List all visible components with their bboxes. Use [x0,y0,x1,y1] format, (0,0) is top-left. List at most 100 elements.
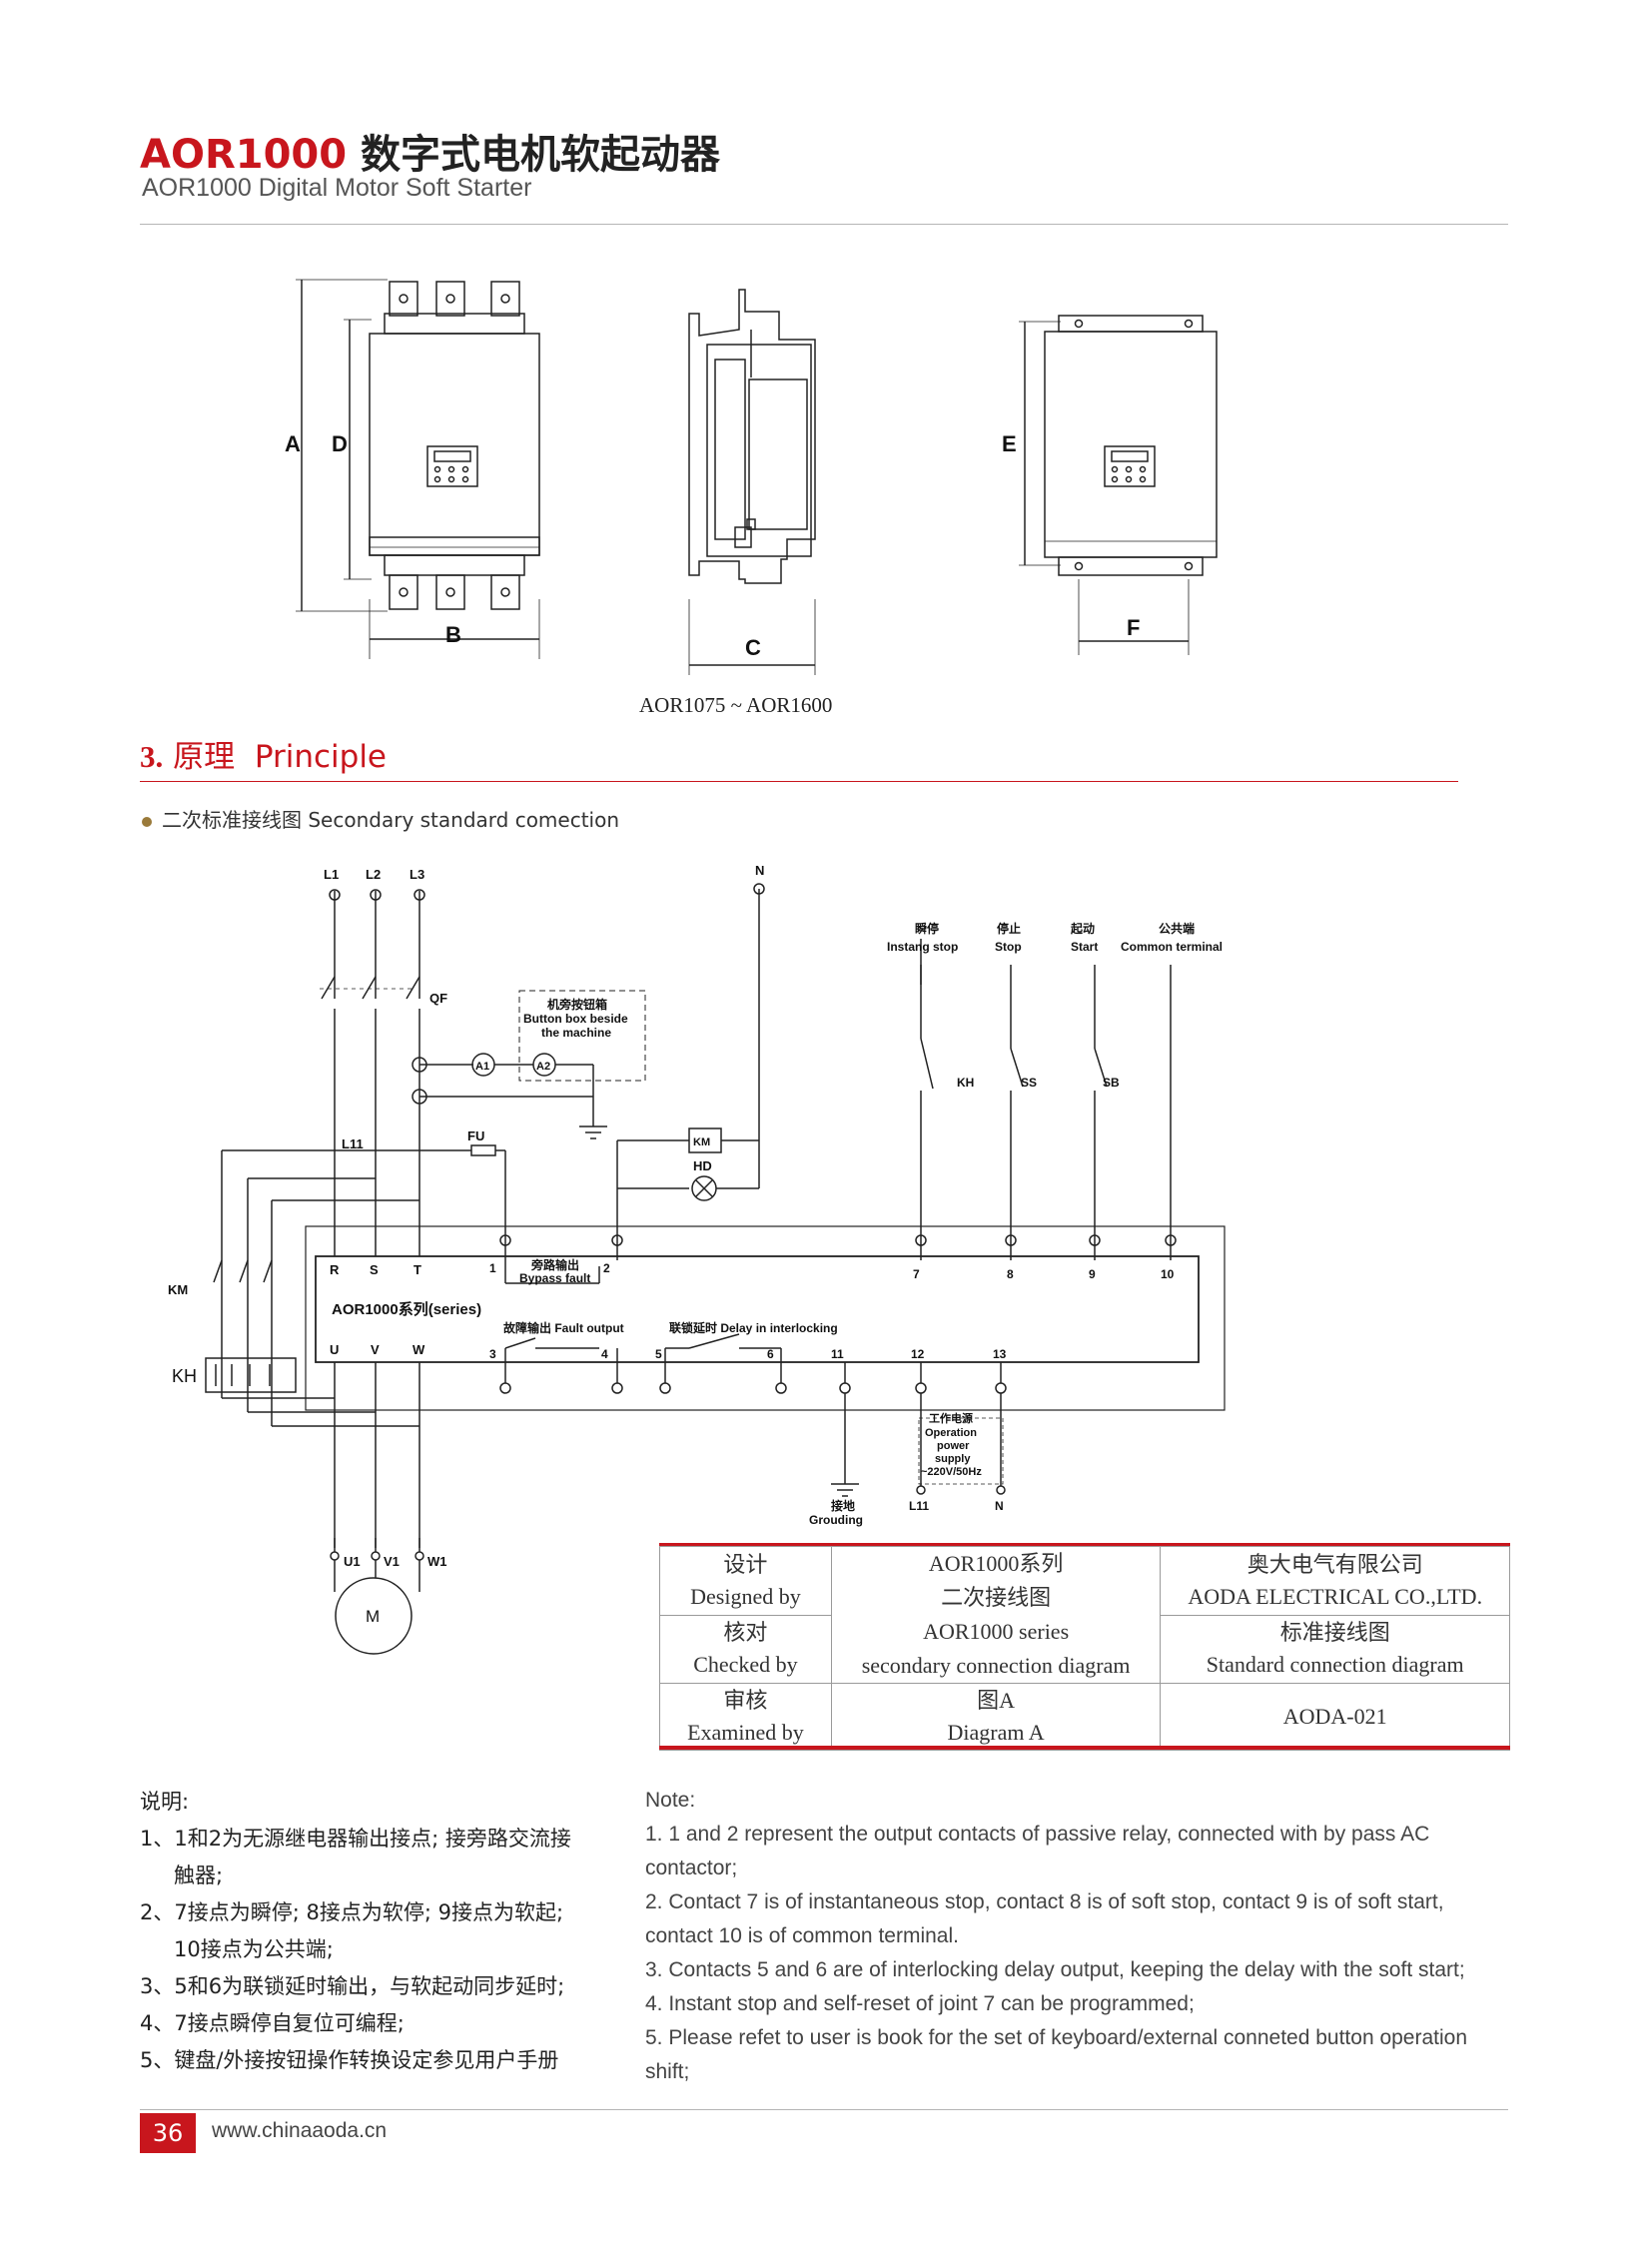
phase-l1: L1 [324,867,339,882]
button-box-en1: Button box beside [523,1012,628,1026]
power-en2: power [937,1440,970,1452]
motor-label: M [366,1607,380,1626]
bullet-text: 二次标准接线图 Secondary standard comection [162,808,620,832]
dim-label-f: F [1127,615,1140,640]
website-link[interactable]: www.chinaaoda.cn [212,2119,388,2142]
power-en1: Operation [925,1427,977,1439]
power-n: N [995,1499,1004,1513]
model-range: AOR1075 ~ AOR1600 [639,693,833,717]
section-heading: 3. 原理 Principle [140,731,387,776]
control-start-cn: 起动 [1070,921,1095,936]
title-cn: 数字式电机软起动器 [361,132,721,178]
note-en-line-7: 5. Please refet to user is book for the … [645,2026,1468,2049]
contact-kh: KH [957,1076,974,1090]
term-11: 11 [831,1347,844,1361]
term-r: R [330,1262,340,1277]
notes-cn-heading: 说明: [140,1790,190,1814]
section-title-en: Principle [254,739,388,775]
note-en-line-5: 3. Contacts 5 and 6 are of interlocking … [645,1958,1465,1981]
notes-en-heading: Note: [645,1789,696,1812]
button-box-en2: the machine [541,1026,611,1040]
control-instant-en: Instang stop [887,940,958,954]
term-9: 9 [1089,1267,1096,1281]
meter-a1: A1 [475,1061,489,1073]
power-en4: ~220V/50Hz [921,1466,982,1478]
control-common-cn: 公共端 [1159,921,1195,936]
term-10: 10 [1161,1267,1175,1281]
term-4: 4 [601,1347,608,1361]
grounding-cn: 接地 [831,1498,855,1513]
notes-chinese: 说明: 1、1和2为无源继电器输出接点; 接旁路交流接 触器; 2、7接点为瞬停… [140,1784,609,2079]
fu-label: FU [467,1128,484,1143]
header-divider [140,224,1508,225]
motor-circle [335,1577,413,1655]
page-number: 36 [140,2113,196,2153]
control-stop-cn: 停止 [997,921,1021,936]
note-en-line-8: shift; [645,2060,690,2083]
note-en-line-1: 1. 1 and 2 represent the output contacts… [645,1823,1430,1846]
section-number: 3. [140,739,164,774]
motor-term-u1: U1 [344,1554,361,1569]
dim-label-e: E [1002,431,1017,456]
note-en-line-3: 2. Contact 7 is of instantaneous stop, c… [645,1890,1444,1913]
note-en-line-4: contact 10 is of common terminal. [645,1924,959,1947]
button-box-frame [518,990,646,1082]
notes-english: Note: 1. 1 and 2 represent the output co… [645,1784,1514,2089]
phase-l3: L3 [410,867,424,882]
term-1: 1 [489,1261,496,1275]
note-cn-4: 4、7接点瞬停自复位可编程; [140,2011,405,2035]
dim-label-d: D [332,431,348,456]
delay-interlock-label: 联锁延时 Delay in interlocking [669,1320,838,1335]
km-label: KM [168,1282,188,1297]
meter-a2: A2 [536,1061,550,1073]
title-code: AOR1000 [140,132,348,178]
dim-label-b: B [445,622,461,647]
bypass-en: Bypass fault [519,1271,590,1285]
bullet-item: 二次标准接线图 Secondary standard comection [142,804,619,833]
footer-divider [140,2109,1508,2110]
page-subtitle: AOR1000 Digital Motor Soft Starter [142,174,532,202]
phase-l2: L2 [366,867,381,882]
kh-label: KH [172,1366,197,1386]
series-label: AOR1000系列(series) [332,1300,481,1318]
motor-drawing: U1 V1 W1 M [330,1538,447,1655]
term-8: 8 [1007,1267,1014,1281]
control-start-en: Start [1071,940,1098,954]
section-divider [140,781,1458,782]
power-l11: L11 [909,1499,929,1513]
dim-label-c: C [745,635,761,660]
km-coil-label: KM [693,1136,710,1148]
note-en-line-2: contactor; [645,1857,738,1879]
note-en-line-6: 4. Instant stop and self-reset of joint … [645,1992,1195,2015]
neutral-label: N [755,863,764,878]
control-stop-en: Stop [995,940,1022,954]
motor-term-v1: V1 [384,1554,400,1569]
term-u: U [330,1342,339,1357]
title-block-bottom-rule [659,1746,1510,1750]
title-block-top-rule [659,1543,1510,1547]
bullet-dot-icon [142,816,152,827]
term-7: 7 [913,1267,920,1281]
contact-sb: SB [1103,1076,1120,1090]
keypad [426,445,478,487]
term-6: 6 [767,1347,774,1361]
hd-label: HD [693,1158,712,1173]
qf-label: QF [429,991,447,1006]
note-cn-1: 1、1和2为无源继电器输出接点; 接旁路交流接 [140,1827,571,1851]
bypass-cn: 旁路输出 [530,1257,579,1272]
page-title: AOR1000 数字式电机软起动器 [140,122,720,180]
starter-inner-box [315,1255,1200,1363]
term-2: 2 [603,1261,610,1275]
starter-outer-box [305,1225,1226,1411]
dimension-drawings: A D B C E F [285,279,1218,675]
contact-ss: SS [1021,1076,1037,1090]
control-instant-cn: 瞬停 [915,921,939,936]
keypad-back [1104,445,1156,487]
term-5: 5 [655,1347,662,1361]
term-13: 13 [993,1347,1007,1361]
power-en3: supply [935,1453,971,1465]
control-common-en: Common terminal [1121,940,1223,954]
